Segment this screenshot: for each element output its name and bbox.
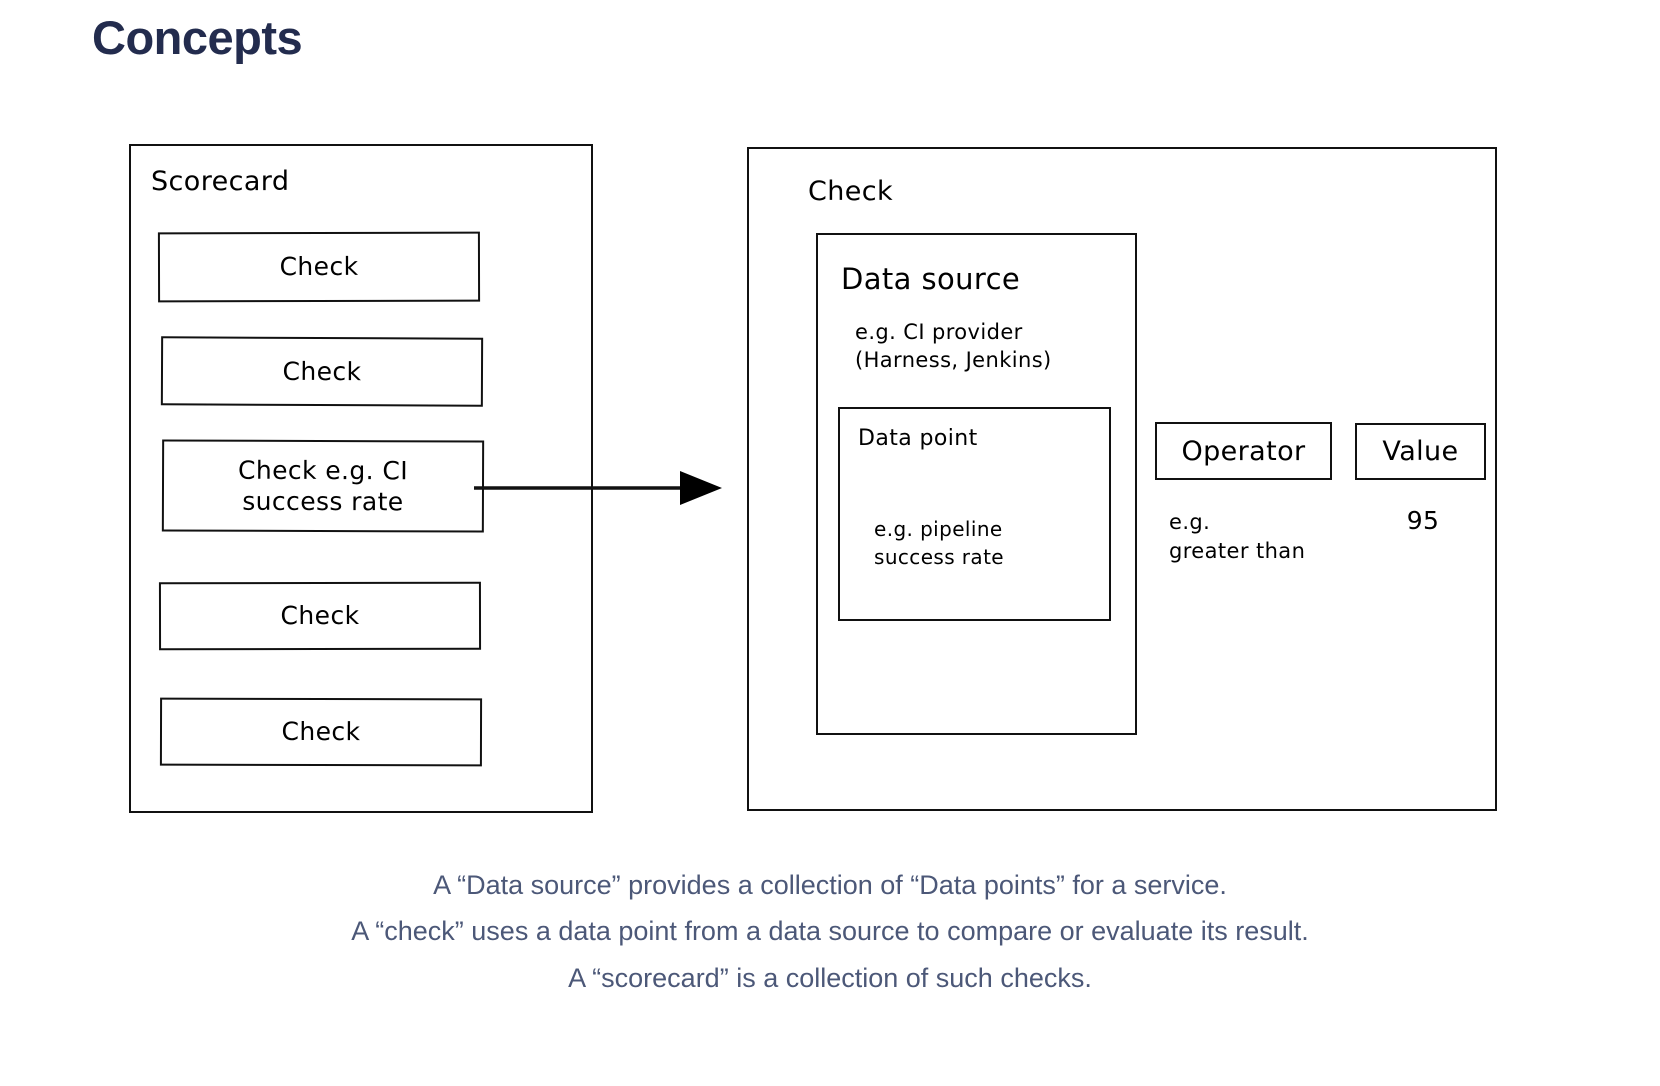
- value-box: Value: [1355, 423, 1486, 480]
- data-source-box: [816, 233, 1137, 735]
- scorecard-check-label: Check e.g. CI success rate: [238, 455, 409, 517]
- caption-line: A “scorecard” is a collection of such ch…: [568, 962, 1092, 993]
- concepts-diagram: Scorecard Check Check Check e.g. CI succ…: [129, 144, 1497, 813]
- scorecard-check-label: Check: [279, 252, 359, 282]
- value-example: 95: [1406, 506, 1440, 535]
- check-panel-title: Check: [808, 176, 894, 207]
- data-point-example: e.g. pipeline success rate: [874, 517, 1005, 569]
- diagram-caption: A “Data source” provides a collection of…: [0, 862, 1660, 1001]
- scorecard-check-item[interactable]: Check: [159, 697, 483, 767]
- page-title: Concepts: [92, 11, 303, 64]
- check-panel: [747, 147, 1497, 811]
- scorecard-check-label: Check: [280, 601, 360, 631]
- arrow-right-icon: [474, 471, 722, 505]
- scorecard-check-item[interactable]: Check: [158, 581, 482, 651]
- scorecard-check-label: Check: [281, 717, 361, 747]
- value-label: Value: [1382, 436, 1459, 467]
- scorecard-check-item[interactable]: Check: [160, 336, 484, 407]
- data-source-title: Data source: [841, 262, 1021, 296]
- scorecard-check-item[interactable]: Check: [157, 231, 481, 303]
- scorecard-check-label: Check: [282, 356, 362, 387]
- operator-label: Operator: [1181, 435, 1306, 467]
- caption-line: A “Data source” provides a collection of…: [433, 870, 1227, 900]
- scorecard-check-item-highlighted[interactable]: Check e.g. CI success rate: [161, 439, 485, 533]
- scorecard-panel: [129, 144, 593, 813]
- operator-example: e.g. greater than: [1169, 510, 1306, 564]
- data-source-example: e.g. CI provider (Harness, Jenkins): [855, 320, 1052, 373]
- caption-line: A “check” uses a data point from a data …: [351, 916, 1309, 947]
- data-point-box: [838, 407, 1111, 621]
- scorecard-title: Scorecard: [151, 166, 290, 197]
- data-point-title: Data point: [858, 426, 978, 451]
- operator-box: Operator: [1155, 422, 1332, 480]
